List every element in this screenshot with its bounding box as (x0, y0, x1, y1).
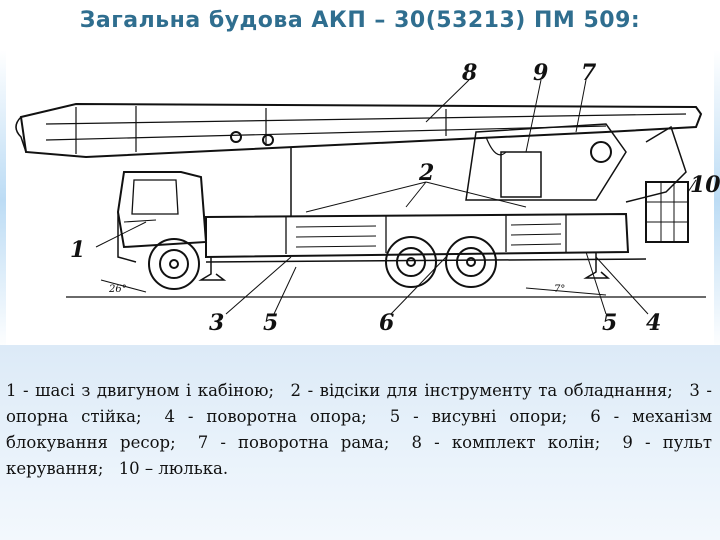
angle-7: 7° (554, 284, 565, 295)
legend-item-6: 6 - механізм блокування ресор; (6, 407, 713, 452)
label-8: 8 (461, 60, 477, 86)
label-7: 7 (581, 60, 597, 86)
rear-wheel-2 (445, 236, 497, 288)
label-10: 10 (690, 172, 720, 198)
chassis-frame (205, 212, 630, 259)
label-2: 2 (418, 160, 434, 186)
page-title: Загальна будова АКП – 30(53213) ПМ 509: (79, 8, 641, 33)
caption-background (0, 345, 720, 540)
rear-wheel-1 (385, 236, 437, 288)
legend-item-4: 4 - поворотна опора; (164, 407, 367, 426)
truck-diagram: 1 2 3 4 5 5 6 7 8 9 10 26° 7° (6, 52, 720, 342)
label-9: 9 (533, 60, 548, 86)
left-edge-glow (0, 50, 6, 350)
legend-caption: 1 - шасі з двигуном і кабіною; 2 - відсі… (6, 378, 712, 482)
label-1: 1 (70, 237, 85, 263)
legend-item-7: 7 - поворотна рама; (197, 433, 390, 452)
label-5-right: 5 (602, 310, 617, 336)
legend-item-9: 9 - пульт керування; (6, 433, 712, 478)
legend-item-1: 1 - шасі з двигуном і кабіною; (6, 381, 275, 400)
label-4: 4 (646, 310, 661, 336)
label-6: 6 (379, 310, 394, 336)
legend-item-5: 5 - висувні опори; (389, 407, 568, 426)
label-3: 3 (209, 310, 224, 336)
boom-arm (19, 102, 703, 159)
cab-outline (116, 171, 208, 249)
legend-item-10: 10 – люлька. (118, 459, 229, 478)
angle-26: 26° (108, 284, 127, 295)
label-5-left: 5 (263, 310, 278, 336)
legend-item-8: 8 - комплект колін; (411, 433, 601, 452)
right-edge-glow (714, 50, 720, 350)
front-wheel (148, 238, 200, 290)
truck-drawing: 1 2 3 4 5 5 6 7 8 9 10 26° 7° (15, 60, 720, 336)
legend-item-2: 2 - відсіки для інструменту та обладнанн… (290, 381, 673, 400)
legend-item-3: 3 - опорна стійка; (6, 381, 712, 426)
